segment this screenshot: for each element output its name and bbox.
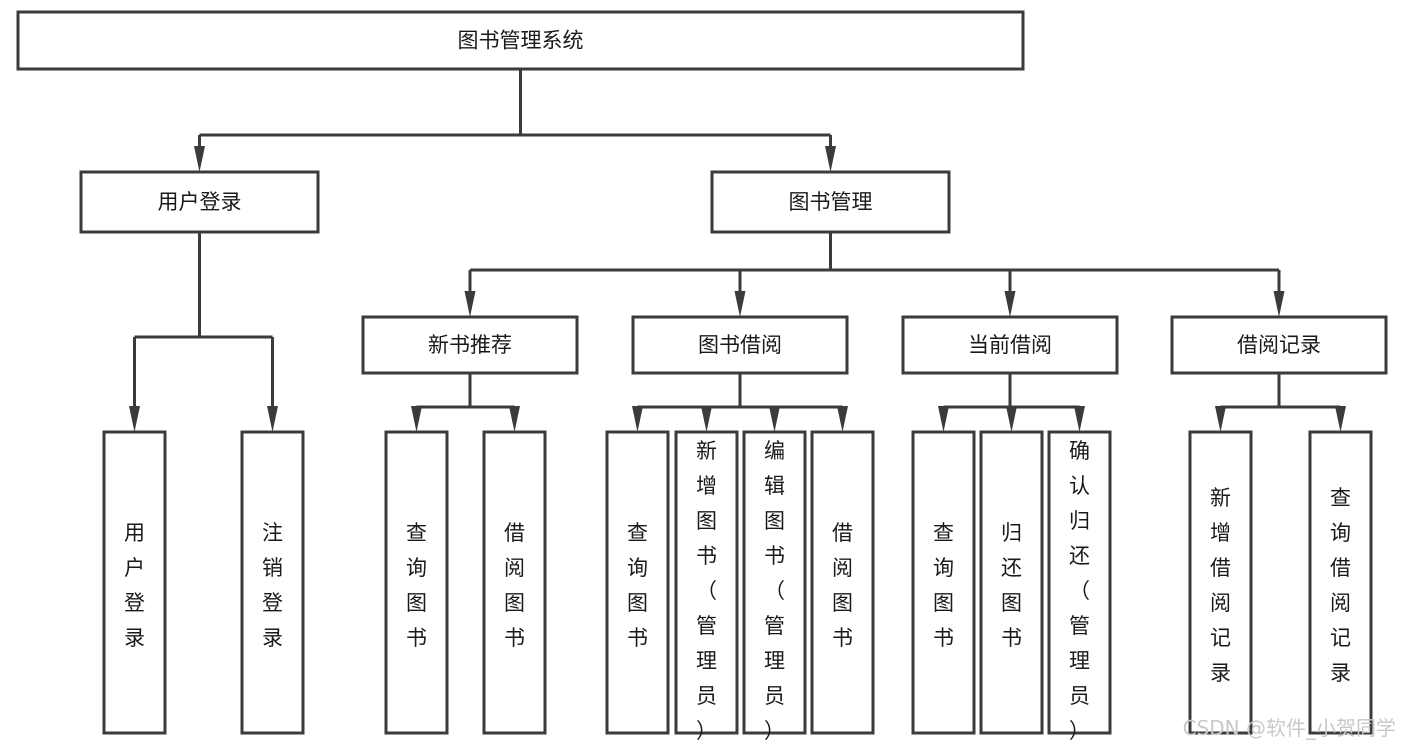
node-box[interactable]: [482, 430, 547, 735]
arrow-head-icon: [632, 406, 643, 432]
node-label: 借阅图书: [832, 521, 853, 650]
edge-group-book_manage: [464, 232, 1285, 317]
node-label: 当前借阅: [968, 333, 1052, 357]
node-box[interactable]: [710, 170, 951, 234]
arrow-head-icon: [938, 406, 949, 432]
node-leaf-query-book-2[interactable]: 查询图书: [605, 430, 670, 735]
node-label: 确认归还（管理员）: [1069, 439, 1090, 743]
node-box[interactable]: [240, 430, 305, 735]
arrow-head-icon: [194, 146, 205, 172]
node-box[interactable]: [1308, 430, 1373, 735]
node-leaf-user-login[interactable]: 用户登录: [102, 430, 167, 735]
csdn-watermark: CSDN @软件_小贺同学: [1183, 716, 1396, 740]
node-label: 查询图书: [406, 521, 427, 650]
node-label: 图书管理: [789, 190, 873, 214]
edge-group-book_borrow: [632, 373, 848, 432]
arrow-head-icon: [1006, 406, 1017, 432]
node-leaf-confirm-return[interactable]: 确认归还（管理员）: [1047, 430, 1112, 743]
node-new-book-rec[interactable]: 新书推荐: [361, 315, 579, 375]
arrow-head-icon: [769, 406, 780, 432]
arrow-head-icon: [701, 406, 712, 432]
node-label: 新增借阅记录: [1210, 486, 1231, 685]
node-book-manage[interactable]: 图书管理: [710, 170, 951, 234]
node-box[interactable]: [911, 430, 976, 735]
node-box[interactable]: [631, 315, 849, 375]
edge-group-current_borrow: [938, 373, 1085, 432]
arrow-head-icon: [1273, 291, 1285, 317]
node-box[interactable]: [1188, 430, 1253, 735]
node-label: 借阅记录: [1237, 333, 1321, 357]
arrow-head-icon: [1004, 291, 1016, 317]
node-leaf-borrow-book-1[interactable]: 借阅图书: [482, 430, 547, 735]
edge-group-user_login: [129, 232, 278, 432]
arrow-head-icon: [1074, 406, 1085, 432]
arrow-head-icon: [267, 406, 278, 432]
node-book-borrow[interactable]: 图书借阅: [631, 315, 849, 375]
node-leaf-add-record[interactable]: 新增借阅记录: [1188, 430, 1253, 735]
node-label: 图书借阅: [698, 333, 782, 357]
node-label: 查询借阅记录: [1330, 486, 1351, 685]
arrow-head-icon: [129, 406, 140, 432]
node-leaf-edit-book[interactable]: 编辑图书（管理员）: [742, 430, 807, 743]
node-label: 用户登录: [124, 521, 145, 650]
node-user-login[interactable]: 用户登录: [79, 170, 320, 234]
node-box[interactable]: [605, 430, 670, 735]
node-current-borrow[interactable]: 当前借阅: [901, 315, 1119, 375]
arrow-head-icon: [1215, 406, 1226, 432]
node-box[interactable]: [901, 315, 1119, 375]
arrow-head-icon: [825, 146, 836, 172]
node-leaf-add-book[interactable]: 新增图书（管理员）: [674, 430, 739, 743]
node-label: 图书管理系统: [458, 29, 584, 53]
arrow-head-icon: [411, 406, 422, 432]
node-box[interactable]: [102, 430, 167, 735]
edge-group-borrow_record: [1215, 373, 1346, 432]
node-borrow-record[interactable]: 借阅记录: [1170, 315, 1388, 375]
node-label: 借阅图书: [504, 521, 525, 650]
node-leaf-query-record[interactable]: 查询借阅记录: [1308, 430, 1373, 735]
edge-group-root: [194, 69, 836, 172]
node-box[interactable]: [979, 430, 1044, 735]
node-label: 查询图书: [627, 521, 648, 650]
node-box[interactable]: [384, 430, 449, 735]
arrow-head-icon: [509, 406, 520, 432]
node-leaf-borrow-book-2[interactable]: 借阅图书: [810, 430, 875, 735]
node-label: 新增图书（管理员）: [696, 439, 717, 743]
node-box[interactable]: [810, 430, 875, 735]
arrow-head-icon: [837, 406, 848, 432]
node-label: 注销登录: [262, 521, 283, 650]
node-box[interactable]: [674, 430, 739, 735]
node-leaf-logout[interactable]: 注销登录: [240, 430, 305, 735]
node-root[interactable]: 图书管理系统: [16, 10, 1025, 71]
arrow-head-icon: [734, 291, 746, 317]
node-leaf-query-book-3[interactable]: 查询图书: [911, 430, 976, 735]
node-label: 编辑图书（管理员）: [764, 439, 785, 743]
node-box[interactable]: [361, 315, 579, 375]
node-leaf-return-book[interactable]: 归还图书: [979, 430, 1044, 735]
node-box[interactable]: [742, 430, 807, 735]
arrow-head-icon: [464, 291, 476, 317]
node-box[interactable]: [1170, 315, 1388, 375]
node-leaf-query-book-1[interactable]: 查询图书: [384, 430, 449, 735]
node-box[interactable]: [16, 10, 1025, 71]
node-box[interactable]: [1047, 430, 1112, 735]
node-label: 归还图书: [1001, 521, 1022, 650]
connector-layer: [129, 69, 1346, 432]
edge-group-new_book_rec: [411, 373, 520, 432]
node-label: 新书推荐: [428, 333, 512, 357]
node-label: 查询图书: [933, 521, 954, 650]
node-layer: 图书管理系统用户登录图书管理新书推荐图书借阅当前借阅借阅记录用户登录注销登录查询…: [16, 10, 1388, 743]
arrow-head-icon: [1335, 406, 1346, 432]
node-box[interactable]: [79, 170, 320, 234]
node-label: 用户登录: [158, 190, 242, 214]
